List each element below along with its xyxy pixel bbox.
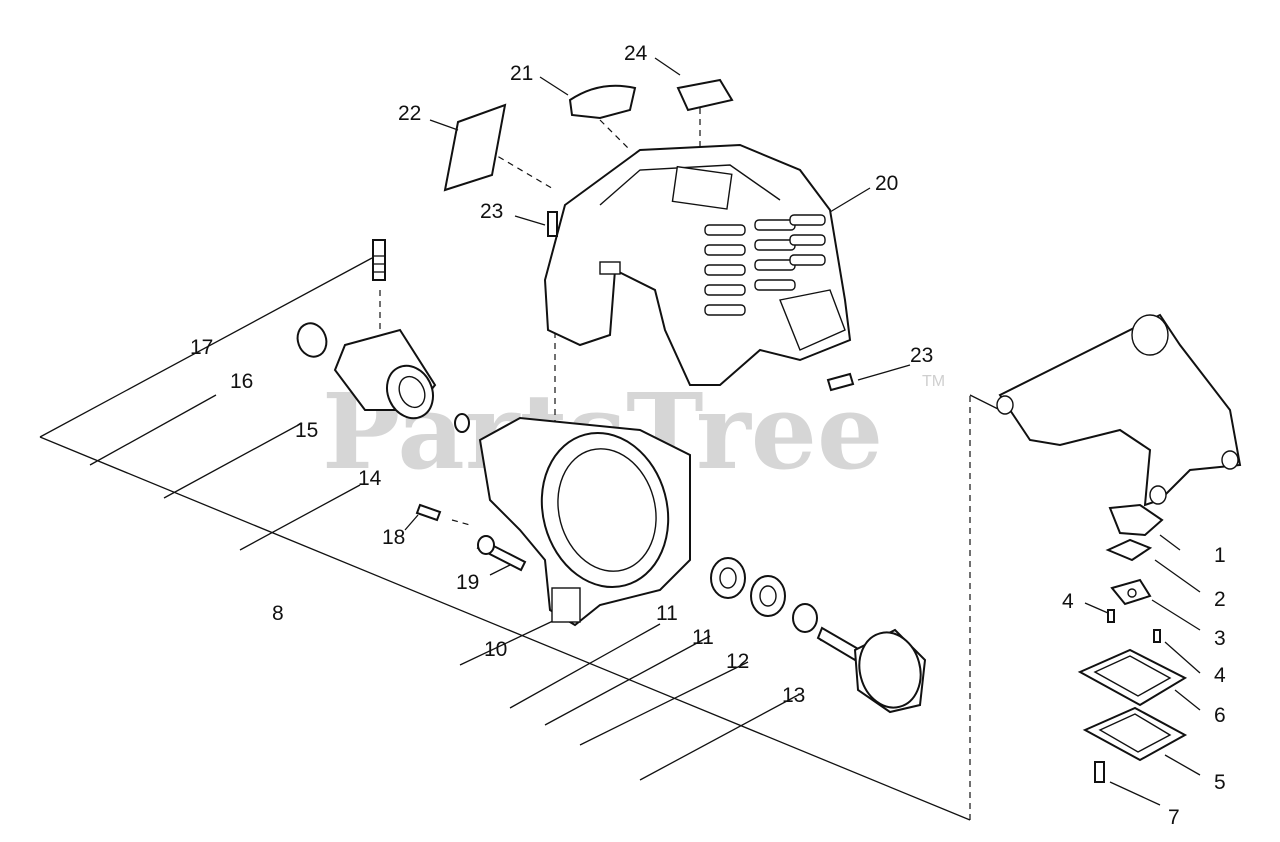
label-part-22[interactable] — [443, 103, 507, 192]
leader-lines — [404, 57, 1201, 806]
screw-part-4-a[interactable] — [1107, 609, 1115, 623]
callout-21[interactable]: 21 — [510, 62, 533, 85]
cap-part-21[interactable] — [568, 84, 637, 120]
callout-4-b[interactable]: 4 — [1214, 664, 1226, 687]
o-ring-part-14[interactable] — [454, 413, 470, 433]
callout-23-lower[interactable]: 23 — [910, 344, 933, 367]
callout-23-upper[interactable]: 23 — [480, 200, 503, 223]
callout-15[interactable]: 15 — [295, 419, 318, 442]
reference-lines — [39, 108, 1001, 821]
gasket-part-6[interactable] — [1077, 648, 1188, 707]
callout-16[interactable]: 16 — [230, 370, 253, 393]
callout-labels: 21 22 24 20 23 23 17 16 15 14 18 19 8 10… — [190, 42, 1226, 829]
gasket-part-1[interactable] — [1108, 503, 1164, 537]
callout-19[interactable]: 19 — [456, 571, 479, 594]
callout-4-a[interactable]: 4 — [1062, 590, 1074, 613]
callout-14[interactable]: 14 — [358, 467, 382, 490]
watermark-trademark: TM — [922, 373, 945, 390]
callout-6[interactable]: 6 — [1214, 704, 1226, 727]
screw-part-23-lower[interactable] — [826, 372, 855, 392]
snap-ring-part-16[interactable] — [293, 319, 331, 361]
callout-5[interactable]: 5 — [1214, 771, 1226, 794]
fan-case-part-10[interactable] — [478, 416, 691, 627]
snap-ring-part-12[interactable] — [792, 603, 818, 633]
callout-17[interactable]: 17 — [190, 336, 213, 359]
callout-11-a[interactable]: 11 — [656, 602, 678, 625]
callout-20[interactable]: 20 — [875, 172, 898, 195]
callout-12[interactable]: 12 — [726, 650, 749, 673]
callout-3[interactable]: 3 — [1214, 627, 1226, 650]
bearing-part-11-a[interactable] — [710, 557, 746, 599]
callout-18[interactable]: 18 — [382, 526, 405, 549]
crankcase[interactable] — [996, 313, 1242, 507]
callout-2[interactable]: 2 — [1214, 588, 1226, 611]
label-part-24[interactable] — [676, 78, 734, 112]
reed-valve-part-2[interactable] — [1105, 538, 1153, 562]
screw-part-23-upper[interactable] — [547, 211, 558, 237]
callout-24[interactable]: 24 — [624, 42, 648, 65]
callout-22[interactable]: 22 — [398, 102, 421, 125]
bolt-part-19[interactable] — [476, 535, 527, 572]
plate-part-3[interactable] — [1110, 578, 1152, 606]
callout-13[interactable]: 13 — [782, 684, 805, 707]
callout-11-b[interactable]: 11 — [692, 626, 714, 649]
bearing-part-11-b[interactable] — [750, 575, 786, 617]
insulator-part-5[interactable] — [1082, 706, 1188, 762]
callout-8[interactable]: 8 — [272, 602, 284, 625]
drum-part-13[interactable] — [816, 626, 929, 715]
callout-1[interactable]: 1 — [1214, 544, 1226, 567]
bolt-part-17[interactable] — [372, 239, 386, 281]
bolt-part-18[interactable] — [415, 503, 442, 522]
bolt-part-7[interactable] — [1094, 761, 1105, 783]
screw-part-4-b[interactable] — [1153, 629, 1161, 643]
callout-7[interactable]: 7 — [1168, 806, 1180, 829]
callout-10[interactable]: 10 — [484, 638, 507, 661]
bearing-case-part-15[interactable] — [333, 328, 441, 426]
shroud-part-20[interactable] — [543, 143, 852, 386]
